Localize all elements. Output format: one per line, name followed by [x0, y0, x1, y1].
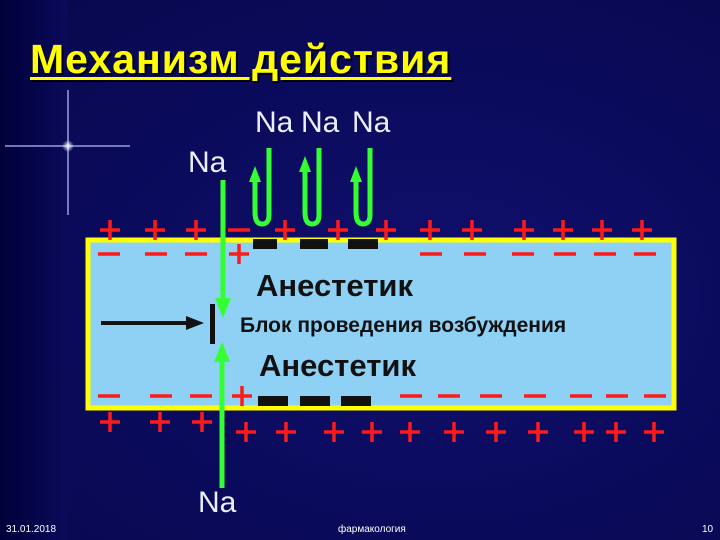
background-left-band	[0, 0, 68, 540]
bottom-plus-charges	[100, 412, 664, 442]
na-bounce-arrows	[252, 148, 373, 227]
na-up-arrowhead	[214, 342, 230, 362]
na-label-top-2: Na	[301, 106, 340, 139]
na-label-bottom: Na	[198, 486, 237, 519]
anesthetic-label-top: Анестетик	[256, 268, 413, 303]
na-label-top-3: Na	[352, 106, 391, 139]
block-bar	[210, 304, 215, 344]
na-down-arrowhead	[215, 298, 231, 318]
footer-subject: фармакология	[338, 524, 406, 535]
slide-title: Механизм действия	[30, 36, 452, 82]
footer-date: 31.01.2018	[6, 524, 57, 535]
na-label-top-1: Na	[255, 106, 294, 139]
top-channel-blockers	[253, 239, 378, 249]
top-plus-charges	[100, 220, 652, 240]
anesthetic-label-bottom: Анестетик	[259, 348, 416, 383]
na-bounce-arrowheads	[249, 156, 362, 182]
top-inside-plus	[229, 244, 249, 264]
bottom-inside-plus	[232, 386, 252, 406]
footer-page-number: 10	[702, 524, 714, 535]
block-conduction-label: Блок проведения возбуждения	[240, 314, 566, 337]
bottom-channel-blockers	[258, 396, 371, 406]
na-label-left: Na	[188, 146, 227, 179]
block-arrowhead	[186, 316, 204, 330]
